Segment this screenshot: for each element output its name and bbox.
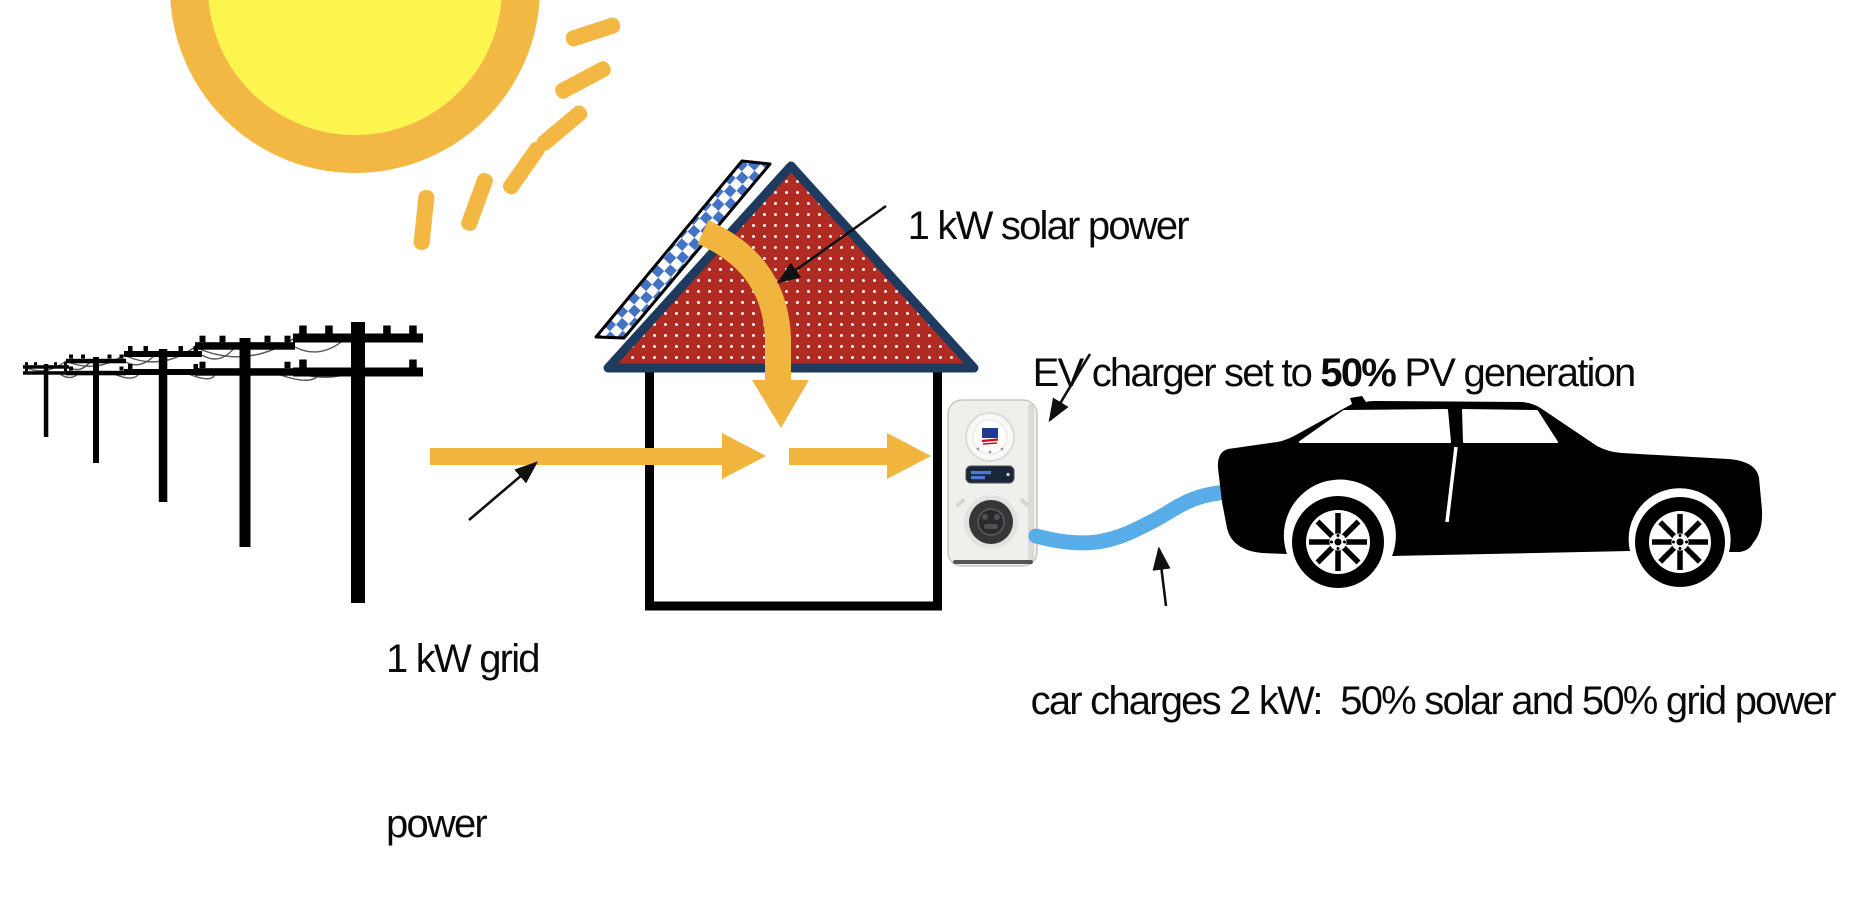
pointer-charger bbox=[1048, 353, 1092, 423]
label-grid-power: 1 kW grid power bbox=[386, 522, 541, 907]
solar-panel-icon bbox=[594, 159, 772, 340]
utility-pole bbox=[66, 354, 126, 463]
pointer-grid bbox=[468, 461, 538, 521]
utility-pole bbox=[23, 362, 69, 437]
pointer-cable bbox=[1152, 546, 1171, 607]
label-ev-charger-bold: 50% bbox=[1320, 351, 1396, 395]
pointer-solar bbox=[776, 204, 887, 284]
utility-pole bbox=[124, 346, 202, 502]
label-solar-power: 1 kW solar power bbox=[889, 154, 1190, 250]
label-ev-charger: EV charger set to 50% PV generation bbox=[1014, 301, 1637, 397]
charger-socket bbox=[955, 495, 1030, 549]
car-door-seam bbox=[1445, 446, 1458, 523]
charger-display bbox=[965, 465, 1015, 484]
car-wheel bbox=[1635, 497, 1725, 587]
car-icon bbox=[1217, 396, 1763, 588]
label-solar-power-text: 1 kW solar power bbox=[907, 204, 1190, 248]
label-car-charging-text: car charges 2 kW: 50% solar and 50% grid… bbox=[1030, 679, 1837, 723]
charger-feed-arrow bbox=[789, 433, 931, 479]
car-rear-window bbox=[1462, 409, 1558, 443]
power-lines-icon bbox=[23, 322, 423, 603]
diagram-graphics bbox=[23, 0, 1763, 611]
label-grid-power-line1: 1 kW grid bbox=[386, 637, 541, 681]
label-car-charging: car charges 2 kW: 50% solar and 50% grid… bbox=[1012, 629, 1837, 725]
grid-power-arrow bbox=[430, 433, 766, 479]
sma-logo bbox=[981, 428, 999, 445]
diagram-canvas: 1 kW solar power EV charger set to 50% P… bbox=[23, 0, 1837, 846]
solar-power-arrow bbox=[697, 220, 809, 428]
ev-charger-icon bbox=[947, 399, 1038, 567]
sun-rays bbox=[413, 17, 621, 250]
sun-icon bbox=[170, 0, 621, 250]
utility-pole bbox=[293, 322, 423, 603]
utility-pole bbox=[195, 335, 295, 547]
car-front-window bbox=[1299, 409, 1451, 443]
charger-dial bbox=[965, 412, 1015, 462]
car-wheel bbox=[1292, 496, 1384, 588]
label-grid-power-line2: power bbox=[386, 802, 488, 846]
charging-cable bbox=[1028, 484, 1238, 551]
label-ev-charger-suffix: PV generation bbox=[1395, 351, 1636, 395]
label-ev-charger-prefix: EV charger set to bbox=[1032, 351, 1321, 395]
